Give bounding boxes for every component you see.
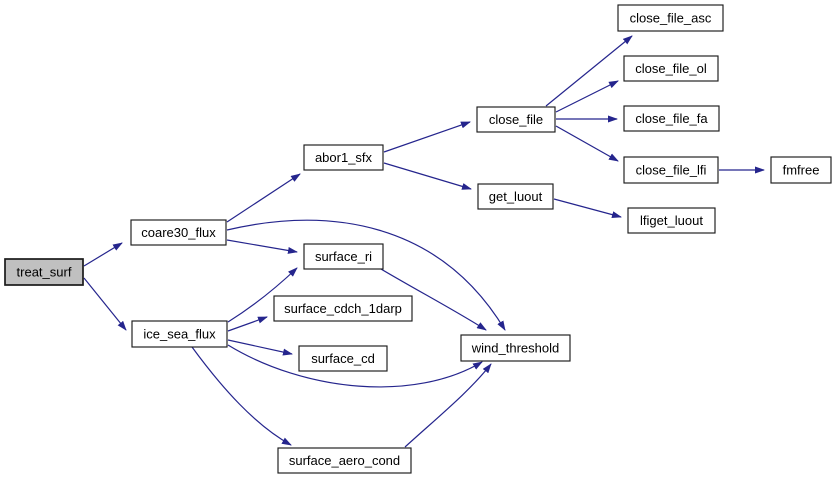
edge-close_file-to-close_file_asc bbox=[545, 35, 633, 107]
node-box-abor1_sfx[interactable] bbox=[303, 144, 384, 171]
edge-surface_aero_cond-to-wind_threshold bbox=[404, 363, 492, 448]
node-coare30_flux[interactable]: coare30_flux bbox=[130, 219, 227, 246]
node-abor1_sfx[interactable]: abor1_sfx bbox=[303, 144, 384, 171]
edge-treat_surf-to-coare30_flux bbox=[83, 242, 123, 267]
node-box-fmfree[interactable] bbox=[770, 156, 832, 184]
node-wind_threshold[interactable]: wind_threshold bbox=[460, 334, 571, 362]
node-box-ice_sea_flux[interactable] bbox=[131, 320, 228, 348]
node-box-close_file_ol[interactable] bbox=[623, 55, 719, 82]
node-box-coare30_flux[interactable] bbox=[130, 219, 227, 246]
edge-ice_sea_flux-to-surface_ri bbox=[227, 267, 298, 323]
node-get_luout[interactable]: get_luout bbox=[477, 183, 554, 210]
edge-close_file-to-close_file_ol bbox=[555, 80, 619, 113]
edge-ice_sea_flux-to-wind_threshold bbox=[227, 344, 483, 388]
edge-get_luout-to-lfiget_luout bbox=[553, 198, 622, 219]
node-label-close_file: close_file bbox=[489, 112, 543, 127]
node-label-close_file_lfi: close_file_lfi bbox=[636, 163, 707, 178]
edge-ice_sea_flux-to-surface_cdch_1darp bbox=[227, 316, 268, 332]
node-surface_cd[interactable]: surface_cd bbox=[298, 345, 388, 372]
edge-coare30_flux-to-wind_threshold bbox=[226, 219, 506, 331]
node-close_file_fa[interactable]: close_file_fa bbox=[623, 105, 720, 132]
node-label-close_file_ol: close_file_ol bbox=[635, 61, 707, 76]
edge-ice_sea_flux-to-surface_aero_cond bbox=[191, 346, 292, 446]
node-box-surface_cdch_1darp[interactable] bbox=[273, 295, 413, 322]
node-label-lfiget_luout: lfiget_luout bbox=[640, 213, 703, 228]
edge-abor1_sfx-to-get_luout bbox=[383, 162, 472, 190]
node-box-close_file[interactable] bbox=[476, 106, 556, 133]
node-box-wind_threshold[interactable] bbox=[460, 334, 571, 362]
node-label-treat_surf: treat_surf bbox=[17, 265, 72, 280]
node-close_file[interactable]: close_file bbox=[476, 106, 556, 133]
node-fmfree[interactable]: fmfree bbox=[770, 156, 832, 184]
node-close_file_ol[interactable]: close_file_ol bbox=[623, 55, 719, 82]
node-box-close_file_fa[interactable] bbox=[623, 105, 720, 132]
node-treat_surf[interactable]: treat_surf bbox=[4, 258, 84, 286]
node-label-surface_cdch_1darp: surface_cdch_1darp bbox=[284, 301, 402, 316]
node-label-surface_ri: surface_ri bbox=[315, 249, 372, 264]
node-label-ice_sea_flux: ice_sea_flux bbox=[143, 327, 216, 342]
node-label-surface_aero_cond: surface_aero_cond bbox=[289, 453, 400, 468]
edge-coare30_flux-to-surface_ri bbox=[226, 239, 298, 254]
node-label-abor1_sfx: abor1_sfx bbox=[315, 150, 373, 165]
node-box-surface_aero_cond[interactable] bbox=[277, 447, 412, 474]
edge-ice_sea_flux-to-surface_cd bbox=[227, 339, 293, 356]
node-label-surface_cd: surface_cd bbox=[311, 351, 375, 366]
node-label-close_file_fa: close_file_fa bbox=[635, 111, 708, 126]
edge-abor1_sfx-to-close_file bbox=[383, 121, 471, 153]
node-surface_cdch_1darp[interactable]: surface_cdch_1darp bbox=[273, 295, 413, 322]
node-box-lfiget_luout[interactable] bbox=[627, 207, 716, 234]
node-label-get_luout: get_luout bbox=[489, 189, 543, 204]
node-box-close_file_lfi[interactable] bbox=[623, 156, 719, 184]
node-surface_aero_cond[interactable]: surface_aero_cond bbox=[277, 447, 412, 474]
node-box-surface_cd[interactable] bbox=[298, 345, 388, 372]
node-box-surface_ri[interactable] bbox=[303, 243, 384, 270]
node-label-fmfree: fmfree bbox=[783, 163, 820, 178]
node-box-close_file_asc[interactable] bbox=[617, 4, 724, 32]
node-box-treat_surf[interactable] bbox=[4, 258, 84, 286]
edge-close_file-to-close_file_lfi bbox=[555, 125, 619, 162]
edge-coare30_flux-to-abor1_sfx bbox=[226, 173, 301, 223]
node-label-close_file_asc: close_file_asc bbox=[630, 11, 712, 26]
node-label-wind_threshold: wind_threshold bbox=[471, 341, 559, 356]
node-ice_sea_flux[interactable]: ice_sea_flux bbox=[131, 320, 228, 348]
node-surface_ri[interactable]: surface_ri bbox=[303, 243, 384, 270]
node-lfiget_luout[interactable]: lfiget_luout bbox=[627, 207, 716, 234]
edge-treat_surf-to-ice_sea_flux bbox=[83, 277, 127, 331]
node-box-get_luout[interactable] bbox=[477, 183, 554, 210]
node-label-coare30_flux: coare30_flux bbox=[141, 225, 216, 240]
edge-surface_ri-to-wind_threshold bbox=[380, 268, 487, 331]
node-close_file_lfi[interactable]: close_file_lfi bbox=[623, 156, 719, 184]
node-close_file_asc[interactable]: close_file_asc bbox=[617, 4, 724, 32]
